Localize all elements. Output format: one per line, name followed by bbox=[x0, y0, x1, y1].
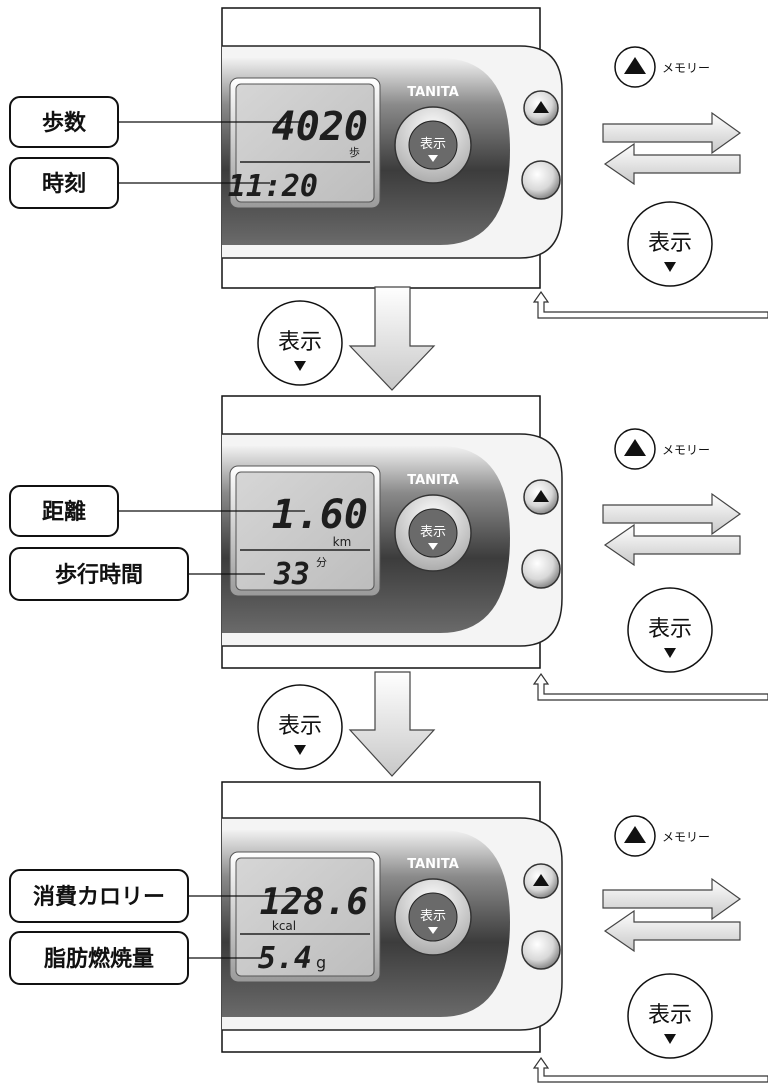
transition-1: 表示 bbox=[257, 286, 436, 391]
screen-3-controls: メモリー 表示 bbox=[602, 815, 742, 1059]
screen-2-labels: 距離 歩行時間 bbox=[9, 485, 305, 601]
brand-logo: TANITA bbox=[407, 473, 459, 488]
up-triangle-icon bbox=[533, 874, 549, 886]
hyoji-right-label: 表示 bbox=[648, 617, 692, 642]
sub-value: 5.4 bbox=[258, 941, 312, 976]
screen-3: 128.6 kcal 5.4 g TANITA 表示 bbox=[221, 781, 563, 1053]
sub-value: 11:20 bbox=[228, 169, 318, 204]
return-arrow-icon bbox=[532, 290, 768, 319]
label-fat-burned: 脂肪燃焼量 bbox=[44, 946, 154, 972]
arrow-left-icon bbox=[603, 142, 741, 186]
hyoji-label: 表示 bbox=[278, 330, 322, 355]
down-triangle-icon bbox=[664, 1034, 676, 1044]
main-value: 1.60 bbox=[272, 492, 368, 538]
sub-value: 33 bbox=[273, 557, 310, 592]
sub-unit: g bbox=[316, 953, 326, 972]
label-time: 時刻 bbox=[42, 171, 86, 197]
screen-1-labels: 歩数 時刻 bbox=[9, 96, 300, 209]
arrow-left-icon bbox=[603, 909, 741, 953]
main-value: 4020 bbox=[272, 104, 368, 150]
memory-up-icon bbox=[624, 57, 646, 74]
arrow-down-icon bbox=[348, 286, 436, 391]
transition-2: 表示 bbox=[257, 671, 436, 777]
display-button-label: 表示 bbox=[420, 137, 446, 152]
hyoji-right-label: 表示 bbox=[648, 231, 692, 256]
label-distance: 距離 bbox=[42, 499, 86, 525]
arrow-down-icon bbox=[348, 671, 436, 777]
down-triangle-icon bbox=[664, 648, 676, 658]
down-triangle-icon bbox=[428, 927, 438, 934]
return-arrow-icon bbox=[532, 672, 768, 701]
side-button[interactable] bbox=[521, 549, 561, 589]
memory-up-icon bbox=[624, 439, 646, 456]
main-unit: kcal bbox=[272, 919, 296, 933]
main-unit: 歩 bbox=[349, 145, 360, 159]
display-button[interactable] bbox=[408, 120, 458, 170]
display-button[interactable] bbox=[408, 892, 458, 942]
arrow-right-icon bbox=[602, 877, 742, 921]
side-button[interactable] bbox=[521, 160, 561, 200]
arrow-right-icon bbox=[602, 492, 742, 536]
down-triangle-icon bbox=[294, 745, 306, 755]
memory-label: メモリー bbox=[662, 61, 710, 75]
screen-1: 4020 歩 11:20 TANITA 表示 bbox=[221, 7, 563, 289]
hyoji-right-label: 表示 bbox=[648, 1003, 692, 1028]
brand-logo: TANITA bbox=[407, 857, 459, 872]
down-triangle-icon bbox=[664, 262, 676, 272]
display-button-label: 表示 bbox=[420, 525, 446, 540]
screen-2-controls: メモリー 表示 bbox=[602, 428, 742, 673]
down-triangle-icon bbox=[428, 543, 438, 550]
main-value: 128.6 bbox=[260, 882, 368, 923]
return-arrow-icon bbox=[532, 1056, 768, 1083]
display-button-label: 表示 bbox=[420, 909, 446, 924]
up-triangle-icon bbox=[533, 101, 549, 113]
arrow-right-icon bbox=[602, 111, 742, 155]
down-triangle-icon bbox=[428, 155, 438, 162]
hyoji-label: 表示 bbox=[278, 714, 322, 739]
brand-logo: TANITA bbox=[407, 85, 459, 100]
label-calories: 消費カロリー bbox=[33, 885, 165, 910]
arrow-left-icon bbox=[603, 523, 741, 567]
screen-2: 1.60 km 33 分 TANITA 表示 bbox=[221, 395, 563, 669]
memory-up-icon bbox=[624, 826, 646, 843]
side-button[interactable] bbox=[521, 930, 561, 970]
screen-1-controls: メモリー 表示 bbox=[602, 46, 742, 287]
up-triangle-icon bbox=[533, 490, 549, 502]
memory-label: メモリー bbox=[662, 830, 710, 844]
screen-3-labels: 消費カロリー 脂肪燃焼量 bbox=[9, 869, 310, 985]
main-unit: km bbox=[333, 535, 352, 549]
memory-label: メモリー bbox=[662, 443, 710, 457]
down-triangle-icon bbox=[294, 361, 306, 371]
display-button[interactable] bbox=[408, 508, 458, 558]
label-walking-time: 歩行時間 bbox=[55, 562, 143, 588]
sub-unit: 分 bbox=[316, 556, 327, 569]
label-steps: 歩数 bbox=[42, 110, 87, 136]
